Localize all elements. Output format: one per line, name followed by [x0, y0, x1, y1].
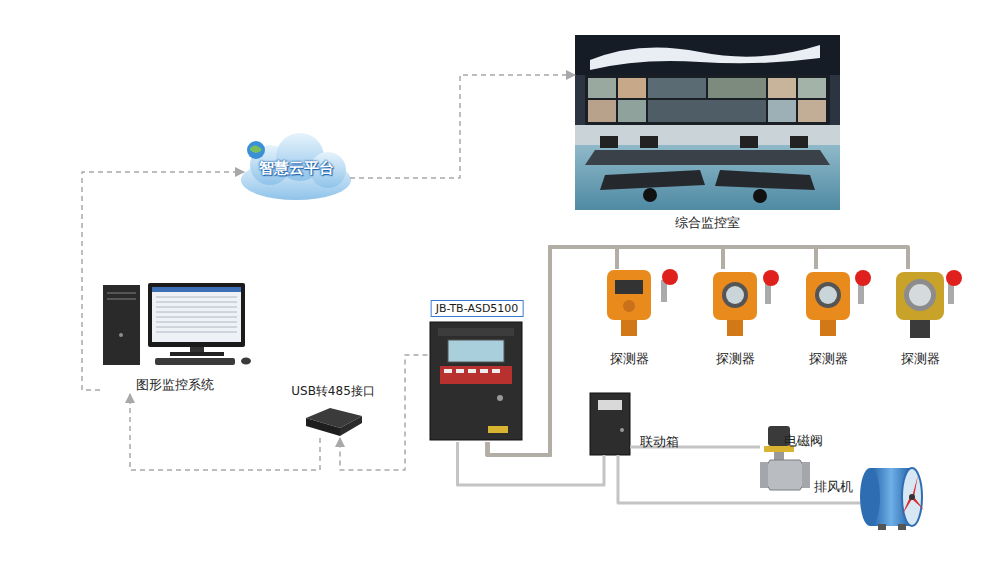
connector	[350, 75, 575, 178]
connector	[340, 355, 428, 470]
linkage-box: 联动箱	[590, 393, 630, 455]
monitor-software: 图形监控系统	[100, 282, 250, 394]
node-label: 探测器	[809, 351, 848, 367]
connector	[488, 247, 724, 455]
node-label: JB-TB-ASD5100	[431, 300, 524, 317]
computer-figure	[103, 283, 251, 365]
detector-figures	[607, 269, 962, 338]
controller-cabinet	[430, 322, 522, 440]
node-label: 电磁阀	[784, 433, 823, 449]
detector: 探测器	[687, 255, 783, 370]
node-label: 综合监控室	[675, 215, 740, 231]
node-label: 探测器	[610, 351, 649, 367]
control-room-photo	[575, 35, 840, 210]
linkage-box-figure	[590, 393, 630, 455]
controller: JB-TB-ASD5100	[428, 300, 527, 442]
node-label: 探测器	[901, 351, 940, 367]
node-label: 图形监控系统	[136, 377, 214, 393]
detector: 探测器	[872, 255, 968, 370]
solenoid-valve: 电磁阀	[760, 425, 822, 490]
cloud-platform: 智慧云平台	[240, 135, 352, 203]
connector	[458, 442, 605, 485]
detector: 探测器	[581, 255, 677, 370]
node-label: 探测器	[716, 351, 755, 367]
usb-converter-figure	[306, 408, 362, 436]
connector	[82, 172, 244, 390]
monitor-room: 综合监控室	[575, 35, 840, 233]
node-label: 排风机	[814, 479, 853, 495]
exhaust-fan: 排风机	[860, 465, 925, 527]
connector	[488, 247, 817, 455]
connector	[130, 394, 320, 470]
connector	[488, 247, 909, 455]
node-label: 智慧云平台	[259, 159, 334, 177]
detector: 探测器	[780, 255, 876, 370]
node-label: 联动箱	[640, 434, 679, 450]
connector	[618, 455, 860, 503]
exhaust-fan-figure	[860, 468, 924, 530]
node-label: USB转485接口	[291, 384, 375, 398]
cloud-shape	[241, 133, 351, 200]
connector	[488, 247, 618, 455]
usb-converter: USB转485接口	[288, 384, 378, 438]
